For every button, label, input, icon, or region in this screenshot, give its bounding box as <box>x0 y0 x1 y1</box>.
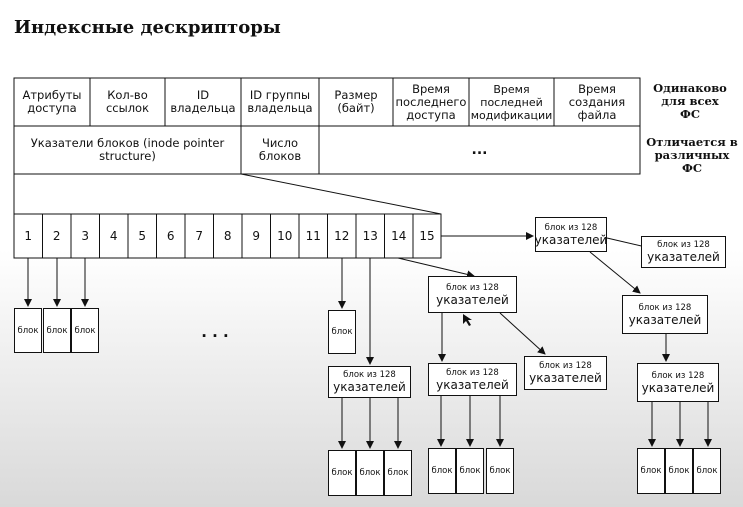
pointer-block-triple-indirect-l3: блок из 128 указателей <box>637 363 719 402</box>
ellipsis-dots: . . . <box>201 322 229 341</box>
cell-access-time: Время последнего доступа <box>395 81 467 122</box>
pointer-slot-15: 15 <box>419 229 435 243</box>
cell-access-attributes: Атрибуты доступа <box>22 88 82 115</box>
cell-create-time: Время создания файла <box>568 81 626 122</box>
data-block: блок <box>665 448 693 494</box>
pointer-block-double-indirect-l2b: блок из 128 указателей <box>524 356 607 390</box>
pointer-block-caption: блок из 128 <box>657 240 710 250</box>
cursor-icon <box>463 314 472 326</box>
pointer-block-double-indirect-l2a: блок из 128 указателей <box>428 363 517 396</box>
pointer-block-caption: блок из 128 <box>343 370 396 380</box>
pointer-block-caption: блок из 128 <box>638 302 692 313</box>
pointer-block-label: указателей <box>534 232 608 247</box>
data-block: блок <box>456 448 484 494</box>
data-block: блок <box>384 450 412 496</box>
data-block: блок <box>428 448 456 494</box>
note-differs-across-fs: Отличается в различных ФС <box>646 135 738 175</box>
pointer-block-label: указателей <box>436 292 509 307</box>
cell-size: Размер (байт) <box>334 88 378 115</box>
pointer-block-caption: блок из 128 <box>544 222 598 233</box>
note-same-for-all-fs: Одинаково для всех ФС <box>653 81 727 121</box>
cell-link-count: Кол-во ссылок <box>105 88 150 115</box>
data-block: блок <box>486 448 514 494</box>
data-block: блок <box>328 450 356 496</box>
pointer-block-label: указателей <box>436 377 509 392</box>
pointer-block-caption: блок из 128 <box>446 282 499 293</box>
data-block: блок <box>328 310 356 354</box>
cell-modify-time: Время последней модификации <box>470 82 553 122</box>
pointer-slot-4: 4 <box>109 229 118 243</box>
cell-block-count: Число блоков <box>258 136 302 163</box>
pointer-block-label: указателей <box>641 380 715 395</box>
pointer-slot-13: 13 <box>362 229 378 243</box>
pointer-slot-12: 12 <box>334 229 350 243</box>
pointer-block-caption: блок из 128 <box>651 370 705 381</box>
pointer-slot-8: 8 <box>223 229 232 243</box>
cell-owner-id: ID владельца <box>170 88 236 115</box>
cell-group-id: ID группы владельца <box>247 88 313 115</box>
pointer-block-label: указателей <box>628 312 702 327</box>
pointer-slot-1: 1 <box>24 229 33 243</box>
pointer-slot-10: 10 <box>277 229 293 243</box>
cell-ellipsis: ... <box>471 141 488 158</box>
data-block: блок <box>637 448 665 494</box>
pointer-block-triple-indirect-l1: блок из 128 указателей <box>535 217 607 252</box>
pointer-block-single-indirect: блок из 128 указателей <box>328 366 411 398</box>
pointer-slot-9: 9 <box>252 229 261 243</box>
pointer-block-triple-indirect-l2b: блок из 128 указателей <box>622 295 708 334</box>
pointer-slot-2: 2 <box>52 229 61 243</box>
slide-title: Индексные дескрипторы <box>14 17 281 38</box>
pointer-slot-14: 14 <box>391 229 407 243</box>
cell-block-pointers: Указатели блоков (inode pointer structur… <box>30 136 225 163</box>
pointer-slot-3: 3 <box>81 229 90 243</box>
data-block: блок <box>356 450 384 496</box>
pointer-block-label: указателей <box>333 380 406 394</box>
pointer-block-label: указателей <box>647 250 720 264</box>
data-block: блок <box>14 308 42 353</box>
data-block: блок <box>71 308 99 353</box>
pointer-block-caption: блок из 128 <box>539 361 592 371</box>
pointer-slot-6: 6 <box>166 229 175 243</box>
pointer-block-label: указателей <box>529 371 602 385</box>
pointer-block-double-indirect-l1: блок из 128 указателей <box>428 276 517 313</box>
data-block: блок <box>43 308 71 353</box>
pointer-slot-5: 5 <box>138 229 147 243</box>
pointer-slot-11: 11 <box>305 229 321 243</box>
pointer-block-caption: блок из 128 <box>446 367 499 378</box>
pointer-slot-7: 7 <box>195 229 204 243</box>
pointer-block-triple-indirect-l2a: блок из 128 указателей <box>641 236 726 268</box>
data-block: блок <box>693 448 721 494</box>
